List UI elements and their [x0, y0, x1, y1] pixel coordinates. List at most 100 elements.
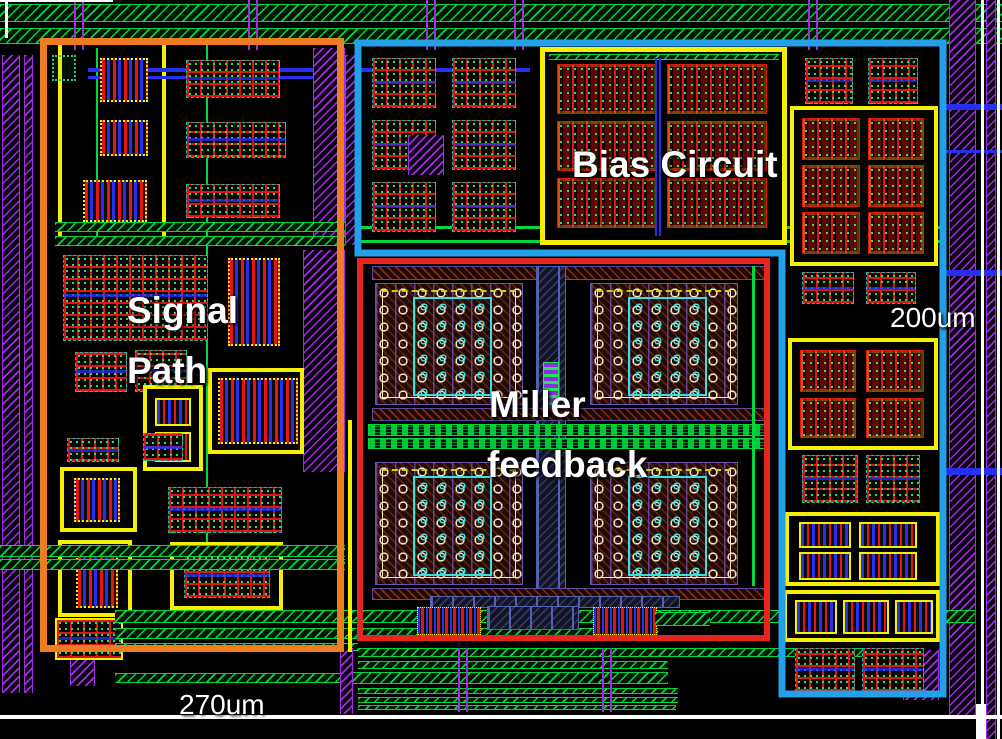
bias-array-large — [800, 398, 856, 438]
transistor-block — [83, 180, 147, 222]
via-strip — [24, 55, 33, 693]
bias-array-large — [802, 118, 860, 160]
blue-wire — [88, 68, 530, 72]
bias-array-large — [800, 350, 856, 392]
via-wire — [458, 648, 468, 712]
transistor-array — [186, 60, 280, 98]
metal-bus — [358, 688, 678, 694]
via-wire — [602, 648, 612, 712]
transistor-block — [795, 600, 837, 634]
via-strip — [345, 55, 357, 245]
guard-ring-block — [60, 467, 137, 532]
metal-bus — [358, 661, 668, 669]
blue-wire — [946, 150, 1002, 153]
bias-array-large — [868, 118, 924, 160]
transistor-array — [866, 455, 920, 503]
bias-array-large — [866, 350, 924, 392]
transistor-block — [799, 522, 851, 548]
via-wire — [248, 0, 258, 50]
ruler-cross-mark — [976, 704, 986, 739]
ruler-tick-top — [0, 0, 113, 2]
transistor-block — [100, 120, 148, 156]
bias-array — [372, 182, 436, 232]
label-miller-line2: feedback — [487, 444, 648, 485]
transistor-array — [168, 487, 282, 533]
annotation-box-signal-path — [40, 38, 344, 652]
metal-bus — [358, 697, 678, 703]
transistor-block — [859, 522, 917, 548]
label-bias-circuit: Bias Circuit — [572, 144, 778, 185]
metal-bus — [358, 705, 676, 710]
bias-array-large — [866, 398, 924, 438]
blue-wire — [946, 270, 1002, 276]
transistor-array — [67, 438, 119, 462]
guard-ring-block — [783, 590, 940, 642]
transistor-array — [802, 455, 858, 503]
metal-bus — [115, 673, 350, 683]
bias-array — [452, 58, 516, 108]
bias-array-large — [667, 64, 767, 114]
via-strip — [340, 648, 353, 714]
via-wire — [808, 0, 818, 50]
via-strip — [949, 0, 976, 716]
bias-array-large — [557, 64, 657, 114]
metal-bus — [0, 545, 345, 557]
transistor-array — [805, 58, 853, 104]
ruler-line-vertical — [981, 0, 984, 739]
transistor-array — [868, 58, 918, 104]
ruler-line-vertical-edge — [997, 0, 1000, 739]
guard-ring-block — [790, 106, 938, 266]
ruler-tick-top-left — [5, 0, 8, 38]
via-wire — [426, 0, 436, 50]
ruler-line-horizontal — [0, 715, 1002, 719]
via-wire — [514, 0, 524, 50]
metal-bus — [549, 54, 779, 60]
via-wire — [74, 0, 84, 50]
bias-array — [372, 58, 436, 108]
label-dim-height: 200um — [890, 302, 976, 333]
bias-array-large — [557, 178, 657, 228]
transistor-array — [866, 272, 916, 304]
transistor-array — [802, 272, 854, 304]
transistor-array — [862, 648, 924, 692]
label-signal-line2: Path — [127, 350, 208, 391]
guard-ring-block — [788, 338, 938, 450]
via-strip — [986, 0, 996, 739]
transistor-array — [186, 184, 280, 218]
bias-array-large — [802, 212, 860, 254]
transistor-block — [895, 600, 933, 634]
bias-array-large — [802, 165, 860, 207]
metal-bus — [55, 236, 345, 246]
metal-bus — [350, 672, 668, 684]
transistor-array — [63, 255, 208, 341]
transistor-array — [135, 350, 187, 392]
poly-line — [348, 420, 352, 652]
metal-bus — [0, 559, 345, 570]
metal-wire — [96, 48, 98, 236]
transistor-array — [75, 352, 127, 392]
bias-array-large — [667, 178, 767, 228]
blue-wire — [946, 104, 1002, 110]
transistor-block — [228, 258, 280, 346]
metal-bus — [55, 222, 345, 232]
transistor-block — [843, 600, 889, 634]
transistor-block — [218, 378, 298, 444]
via-strip — [408, 135, 444, 175]
transistor-block — [100, 58, 148, 102]
transistor-block — [799, 552, 851, 580]
poly-line — [58, 45, 62, 237]
poly-line — [162, 45, 166, 237]
transistor-block — [155, 398, 191, 426]
label-miller-line1: Miller — [489, 384, 586, 425]
label-dim-width: 270um — [179, 689, 265, 720]
transistor-block — [74, 478, 120, 522]
bias-array-large — [868, 212, 924, 254]
bias-array — [452, 120, 516, 170]
label-signal-line1: Signal — [127, 290, 239, 331]
metal-bus — [0, 4, 1002, 22]
bias-array-large — [868, 165, 924, 207]
tap-cell — [52, 55, 76, 81]
bias-array — [452, 182, 516, 232]
transistor-block — [859, 552, 917, 580]
